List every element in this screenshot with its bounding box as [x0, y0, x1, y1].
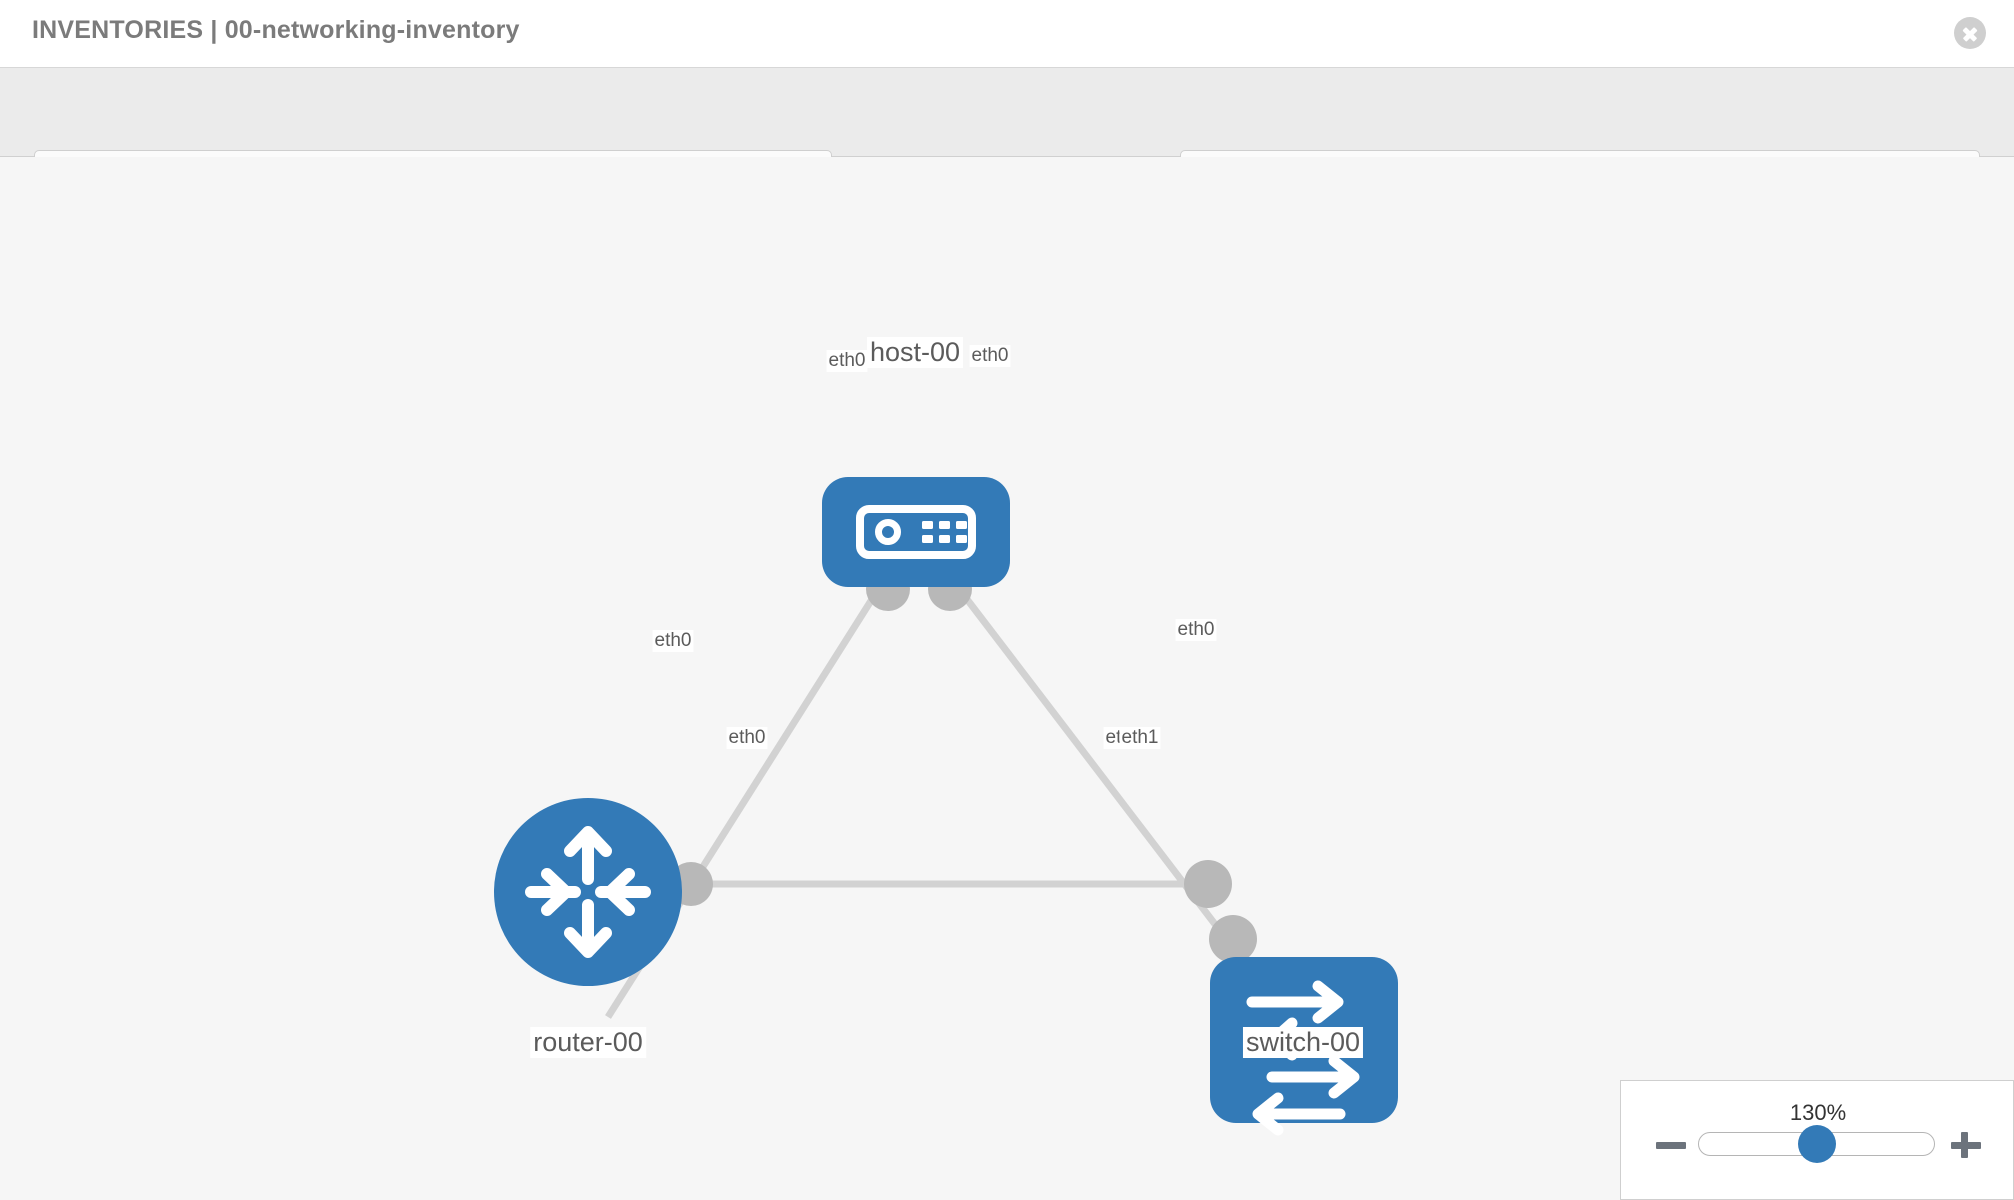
zoom-slider-thumb[interactable] — [1798, 1125, 1836, 1163]
topology-graph — [494, 477, 1398, 1136]
page-header: INVENTORIES | 00-networking-inventory — [0, 0, 2014, 68]
page-title: INVENTORIES | 00-networking-inventory — [32, 16, 520, 44]
zoom-out-button[interactable] — [1654, 1128, 1688, 1162]
zoom-control-panel: 130% — [1620, 1080, 2014, 1200]
zoom-in-button[interactable] — [1949, 1128, 1983, 1162]
iface-label: eth0 — [1175, 619, 1217, 641]
iface-label: eth0 — [726, 727, 768, 749]
endpoint-connectors — [669, 567, 1257, 963]
close-icon[interactable] — [1954, 17, 1986, 49]
node-label-router-00: router-00 — [530, 1027, 646, 1058]
server-icon — [856, 505, 976, 559]
node-label-host-00: host-00 — [866, 337, 964, 368]
router-arrows-icon — [525, 826, 651, 958]
node-router-00 — [494, 798, 682, 986]
iface-label: eth0 — [652, 630, 694, 652]
iface-label: eth0 — [969, 345, 1011, 367]
zoom-level-label: 130% — [1789, 1100, 1847, 1125]
iface-label: eth1 — [1119, 727, 1161, 749]
toolbar: ACTIONS SEARCH — [0, 68, 2014, 198]
iface-label: eth0 — [826, 350, 868, 372]
node-host-00 — [822, 477, 1010, 587]
node-label-switch-00: switch-00 — [1242, 1027, 1364, 1058]
topology-canvas[interactable]: host-00 router-00 switch-00 eth0 eth0 et… — [0, 157, 2014, 1200]
